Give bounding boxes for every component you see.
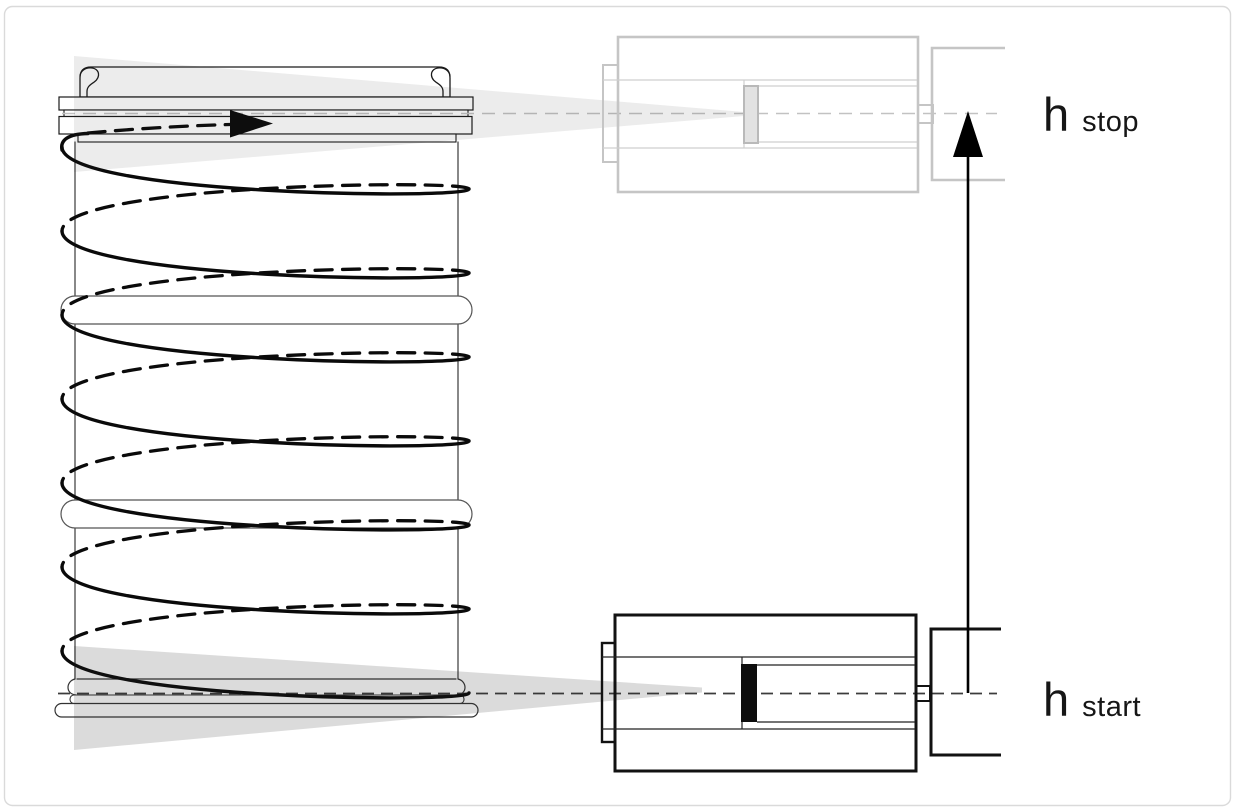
helix-winding-path bbox=[60, 110, 471, 700]
label-h-start-symbol: h bbox=[1043, 673, 1070, 726]
helix-front-strands bbox=[60, 131, 471, 700]
label-h-start: h start bbox=[1043, 676, 1141, 723]
zoom-cone-stop bbox=[74, 56, 744, 172]
base-plate bbox=[54, 702, 479, 718]
frame-border bbox=[3, 5, 1232, 807]
label-h-start-subscript: start bbox=[1082, 691, 1142, 723]
winding-direction-arrow-icon bbox=[230, 110, 273, 138]
yoke-bracket-start bbox=[929, 627, 1001, 757]
cap-notch-left bbox=[79, 67, 100, 98]
travel-arrow-head-icon bbox=[953, 111, 983, 157]
bore-lines-stop bbox=[603, 79, 917, 149]
traveler-piston-start bbox=[741, 664, 757, 722]
label-h-stop: h stop bbox=[1043, 91, 1139, 138]
sleeve-lines-stop bbox=[758, 85, 917, 143]
detail-view-start bbox=[600, 613, 1001, 773]
detail-view-stop bbox=[602, 35, 1005, 194]
cap-notch-right bbox=[430, 67, 451, 98]
bore-lines-start bbox=[602, 656, 915, 730]
label-h-stop-symbol: h bbox=[1043, 88, 1070, 141]
label-h-stop-subscript: stop bbox=[1082, 106, 1139, 138]
sleeve-lines-start bbox=[757, 664, 915, 723]
zoom-cone-start bbox=[74, 646, 702, 750]
travel-arrow bbox=[953, 111, 983, 693]
traveler-piston-stop bbox=[743, 85, 759, 144]
flange-lip-bottom bbox=[77, 133, 457, 143]
base-foot-left bbox=[67, 678, 77, 696]
helix-lead-in bbox=[86, 122, 232, 135]
housing-flange-start bbox=[600, 641, 617, 744]
barrel-ring-upper bbox=[60, 295, 473, 325]
housing-flange-stop bbox=[602, 64, 619, 163]
helix-back-strands bbox=[60, 122, 471, 653]
